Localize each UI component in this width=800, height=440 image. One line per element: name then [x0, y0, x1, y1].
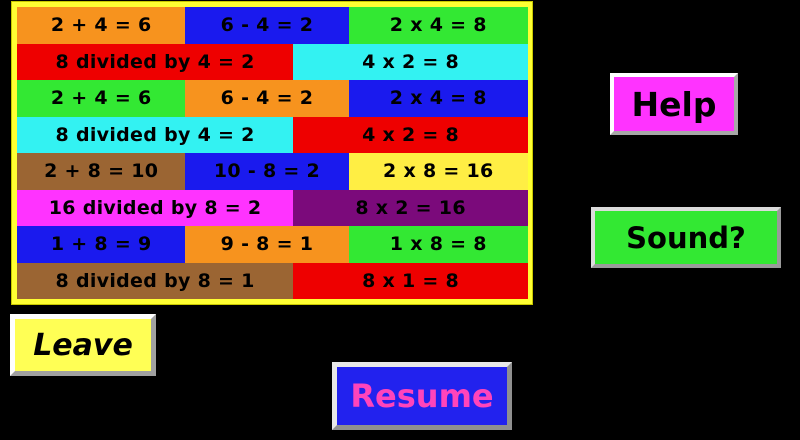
resume-button[interactable]: Resume: [332, 362, 512, 430]
sound-button[interactable]: Sound?: [591, 207, 781, 268]
fact-cell[interactable]: 9 - 8 = 1: [185, 226, 349, 263]
fact-cell[interactable]: 10 - 8 = 2: [185, 153, 349, 190]
fact-cell[interactable]: 2 x 4 = 8: [348, 80, 528, 117]
fact-cell[interactable]: 8 divided by 4 = 2: [17, 43, 294, 80]
fact-cell[interactable]: 2 x 8 = 16: [348, 153, 528, 190]
fact-cell[interactable]: 6 - 4 = 2: [185, 80, 349, 117]
fact-cell[interactable]: 16 divided by 8 = 2: [17, 189, 294, 226]
fact-cell[interactable]: 4 x 2 = 8: [293, 43, 528, 80]
fact-cell[interactable]: 8 divided by 8 = 1: [17, 262, 294, 299]
fact-cell[interactable]: 2 + 4 = 6: [17, 7, 186, 44]
fact-cell[interactable]: 2 + 4 = 6: [17, 80, 186, 117]
fact-cell[interactable]: 8 divided by 4 = 2: [17, 116, 294, 153]
fact-cell[interactable]: 2 + 8 = 10: [17, 153, 186, 190]
fact-cell[interactable]: 8 x 1 = 8: [293, 262, 528, 299]
fact-cell[interactable]: 4 x 2 = 8: [293, 116, 528, 153]
fact-cell[interactable]: 8 x 2 = 16: [293, 189, 528, 226]
fact-cell[interactable]: 1 + 8 = 9: [17, 226, 186, 263]
fact-cell[interactable]: 1 x 8 = 8: [348, 226, 528, 263]
leave-button[interactable]: Leave: [10, 314, 156, 376]
fact-cell[interactable]: 2 x 4 = 8: [348, 7, 528, 44]
fact-cell[interactable]: 6 - 4 = 2: [185, 7, 349, 44]
help-button[interactable]: Help: [610, 73, 738, 135]
